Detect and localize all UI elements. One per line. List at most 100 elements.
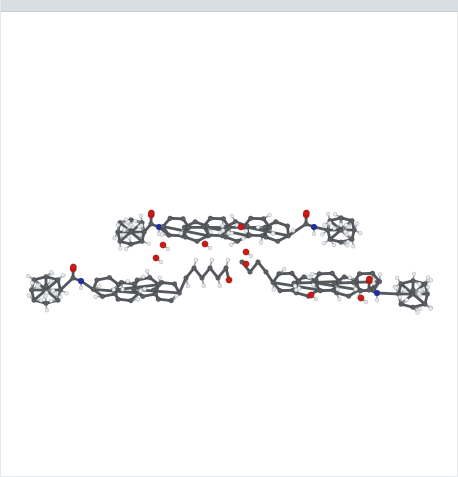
atom xyxy=(176,290,183,296)
atom xyxy=(347,275,353,280)
atom xyxy=(168,297,174,304)
atom xyxy=(331,280,337,286)
atom xyxy=(97,283,102,288)
bond xyxy=(201,225,250,238)
atom xyxy=(131,281,137,287)
atom xyxy=(258,240,264,245)
atom xyxy=(263,269,269,275)
atom xyxy=(174,293,179,299)
atom xyxy=(417,306,422,311)
atom xyxy=(424,291,431,297)
atom xyxy=(207,265,213,271)
atom xyxy=(28,287,35,293)
atom xyxy=(140,293,146,300)
atom xyxy=(229,231,234,236)
atom xyxy=(117,238,123,245)
atom xyxy=(220,223,225,228)
atom xyxy=(329,270,335,277)
atom xyxy=(247,215,254,222)
atom xyxy=(397,295,402,300)
atom xyxy=(241,236,246,241)
atom xyxy=(310,223,318,231)
atom xyxy=(199,275,205,281)
atom xyxy=(229,213,235,218)
atom xyxy=(255,224,261,230)
atom xyxy=(369,270,376,277)
atom xyxy=(29,280,35,286)
atom xyxy=(247,269,253,275)
atom xyxy=(201,240,209,248)
atom xyxy=(77,277,85,285)
atom xyxy=(128,241,134,247)
atom xyxy=(336,278,342,285)
atom xyxy=(122,227,127,232)
molecule-viewer-canvas[interactable] xyxy=(1,12,458,477)
atom xyxy=(248,253,254,259)
atom xyxy=(351,227,357,233)
atom xyxy=(128,297,134,304)
atom xyxy=(120,287,125,292)
atom xyxy=(229,242,234,247)
atom xyxy=(194,238,200,244)
bond xyxy=(118,221,133,234)
atom xyxy=(178,231,183,236)
atom xyxy=(55,297,61,303)
atom xyxy=(44,308,49,313)
atom xyxy=(294,287,299,292)
bond xyxy=(375,291,401,296)
bond xyxy=(328,219,343,232)
atom xyxy=(159,232,165,237)
atom xyxy=(193,257,199,263)
atom xyxy=(402,288,407,293)
atom xyxy=(192,219,198,225)
atom xyxy=(183,275,189,281)
atom xyxy=(365,275,373,283)
atom xyxy=(337,297,342,302)
atom xyxy=(395,275,400,280)
atom xyxy=(223,265,229,271)
bond xyxy=(161,225,210,238)
atom xyxy=(93,294,98,299)
atom xyxy=(410,304,416,310)
atom xyxy=(158,259,164,265)
atom xyxy=(159,241,167,249)
window-top-bar xyxy=(1,0,458,12)
atom xyxy=(208,229,214,234)
atom xyxy=(353,287,358,292)
atom xyxy=(306,274,312,280)
atom xyxy=(356,271,363,277)
bond xyxy=(44,278,60,292)
atom xyxy=(349,236,355,243)
molecular-structure-image xyxy=(26,209,434,315)
atom xyxy=(276,271,282,277)
atom xyxy=(43,274,49,280)
atom xyxy=(118,279,125,286)
atom xyxy=(106,274,113,281)
atom xyxy=(141,274,146,279)
atom xyxy=(44,290,49,296)
atom xyxy=(43,283,49,289)
atom xyxy=(316,271,322,277)
atom xyxy=(290,228,296,233)
atom xyxy=(374,297,380,303)
atom xyxy=(115,222,120,228)
atom xyxy=(35,284,40,289)
bond xyxy=(118,230,133,243)
atom xyxy=(131,286,137,293)
bond xyxy=(411,292,427,306)
atom xyxy=(152,254,160,262)
atom xyxy=(126,219,131,224)
bond xyxy=(399,282,415,296)
atom xyxy=(61,273,66,278)
atom xyxy=(262,224,268,231)
atom xyxy=(148,221,154,227)
atom xyxy=(78,285,84,291)
atom xyxy=(255,259,261,265)
atom xyxy=(311,231,317,237)
atom xyxy=(191,265,197,271)
atom xyxy=(50,288,56,293)
atom xyxy=(327,221,332,226)
atom xyxy=(185,283,191,289)
atom xyxy=(207,245,213,251)
